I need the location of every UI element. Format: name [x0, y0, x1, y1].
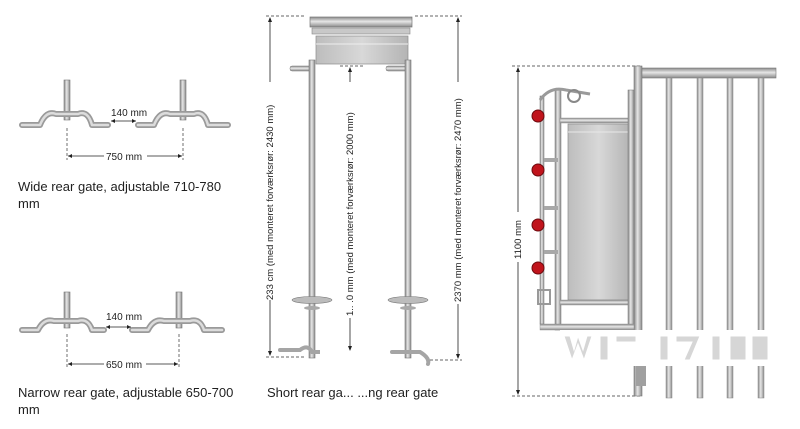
- gates-dim-middle-label: 1.. .0 mm (med monteret forværksrør: 200…: [345, 112, 356, 316]
- side-view-height-label: 1100 mm: [513, 220, 524, 259]
- side-view-drawing: [512, 65, 777, 399]
- gates-dim-left-label: 233 cm (med monteret forværksrør: 2430 m…: [265, 105, 276, 300]
- gates-dim-right-label: 2370 mm (med monteret forværksrør: 2470 …: [453, 98, 464, 302]
- wide-width-label: 750 mm: [106, 152, 142, 163]
- narrow-width-label: 650 mm: [106, 360, 142, 371]
- narrow-gate-drawing: [19, 291, 225, 368]
- narrow-gate-caption: Narrow rear gate, adjustable 650-700 mm: [18, 385, 234, 417]
- gates-front-drawing: [266, 15, 462, 406]
- wide-gap-label: 140 mm: [111, 108, 147, 119]
- wide-gate-caption: Wide rear gate, adjustable 710-780 mm: [18, 179, 222, 211]
- gates-front-caption: Short rear ga... ...ng rear gate: [267, 385, 439, 400]
- narrow-gap-label: 140 mm: [106, 312, 142, 323]
- wide-gate-drawing: [19, 79, 231, 160]
